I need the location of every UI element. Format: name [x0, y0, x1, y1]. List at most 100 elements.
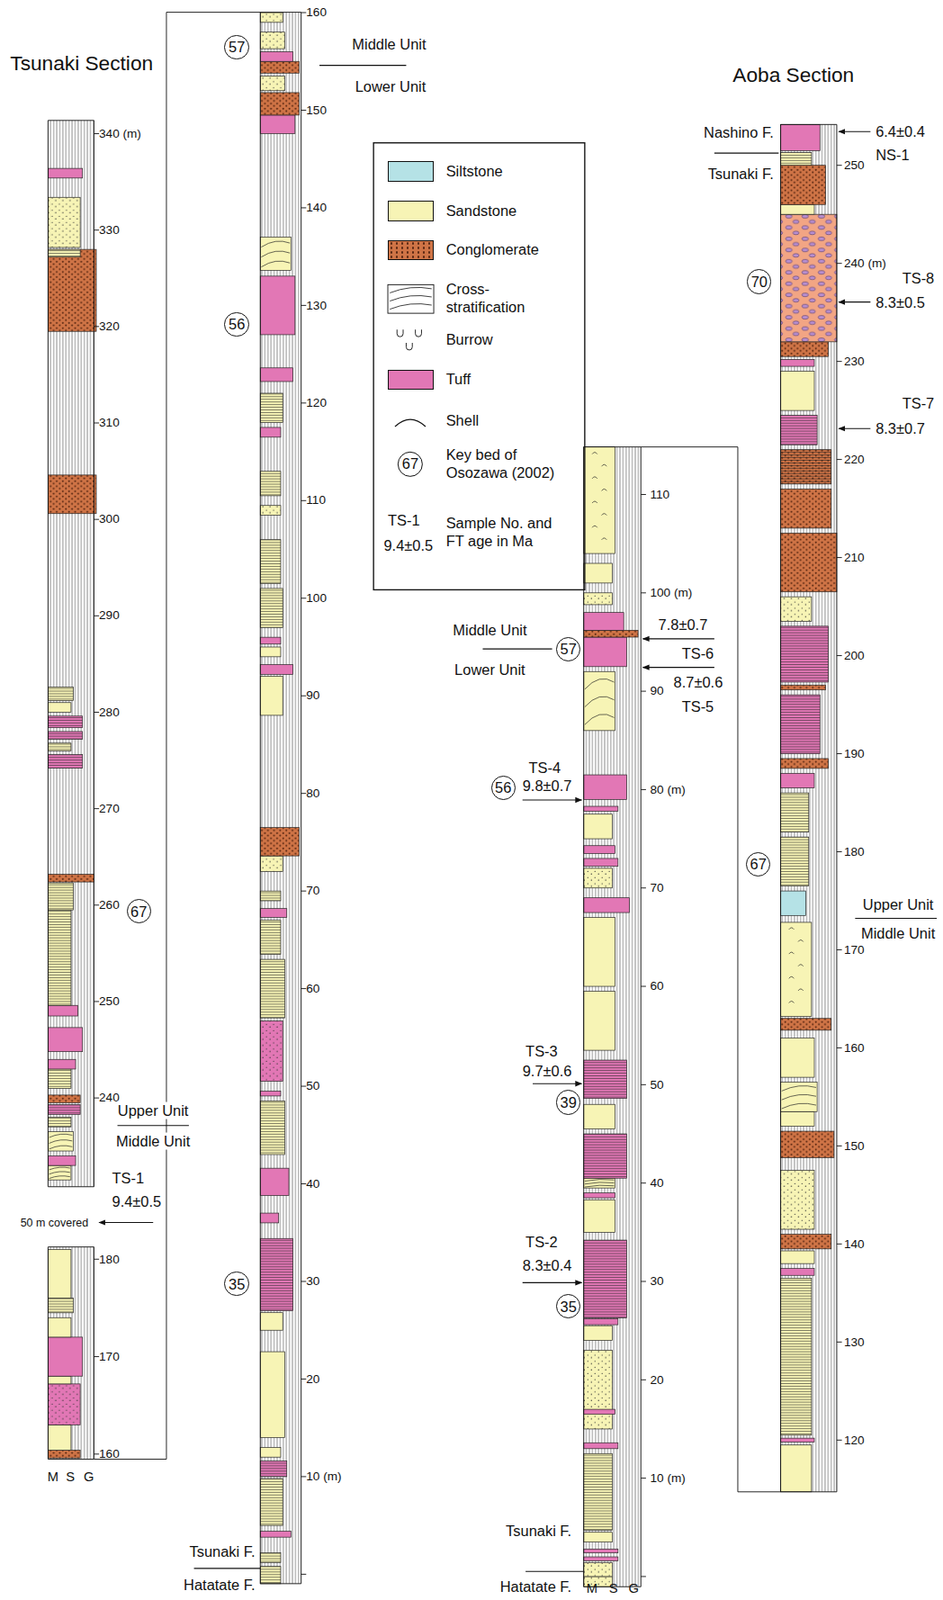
- bed: [47, 702, 72, 713]
- depth-label: 190: [844, 746, 865, 762]
- bed: [781, 694, 821, 754]
- bed: [781, 1278, 812, 1436]
- depth-tick: [836, 360, 843, 362]
- formation-label: Tsunaki F.: [708, 164, 774, 182]
- sample-number: TS-7: [902, 395, 935, 413]
- bed: [260, 959, 285, 1018]
- column-edge: [47, 1185, 94, 1187]
- sample-number: TS-2: [525, 1233, 558, 1251]
- column-edge: [47, 1247, 49, 1460]
- depth-label: 150: [844, 1139, 865, 1154]
- column-edge: [260, 1582, 301, 1584]
- shell-symbol: [592, 501, 598, 503]
- lamination: [47, 1117, 72, 1128]
- lamination: [47, 716, 82, 728]
- lamination: [47, 1104, 81, 1115]
- bed: [781, 449, 832, 485]
- bed: [583, 629, 638, 638]
- bed: [47, 882, 73, 910]
- legend-swatch: [387, 200, 434, 222]
- bed: [47, 1375, 72, 1384]
- bed: [47, 1248, 72, 1298]
- bed: [781, 1437, 815, 1442]
- bed: [583, 1442, 619, 1449]
- key-bed-number: 35: [228, 1276, 245, 1292]
- cross-strat: [260, 260, 290, 268]
- depth-tick: [93, 325, 99, 327]
- depth-tick: [301, 1280, 307, 1282]
- ft-age: 8.3±0.7: [875, 420, 926, 438]
- bed: [260, 890, 281, 901]
- key-bed-circle: 70: [746, 269, 772, 294]
- cross-strat: [49, 1140, 73, 1144]
- depth-label: 210: [844, 550, 865, 566]
- shell-symbol: [592, 452, 598, 455]
- depth-label: 260: [98, 898, 120, 913]
- column-edge: [781, 1490, 837, 1492]
- bed: [781, 1170, 815, 1230]
- bed: [583, 1239, 628, 1318]
- legend-text: Cross-stratification: [446, 281, 559, 317]
- bed: [260, 1531, 291, 1538]
- bed: [260, 12, 283, 23]
- depth-label: 180: [98, 1252, 120, 1267]
- depth-label: 250: [98, 994, 120, 1009]
- depth-label: 100: [305, 591, 327, 606]
- bed: [260, 1212, 279, 1223]
- depth-tick: [301, 1086, 307, 1087]
- legend-text: Key bed of Osozawa (2002): [446, 446, 559, 482]
- lamination: [260, 393, 283, 423]
- depth-label: 40: [649, 1176, 664, 1191]
- bed: [260, 393, 283, 423]
- cross-strat: [49, 1176, 71, 1179]
- column-edge: [780, 124, 782, 1491]
- bed: [781, 1233, 832, 1249]
- depth-tick: [836, 1047, 843, 1049]
- bed: [260, 676, 283, 716]
- sample-number: TS-1: [109, 1168, 146, 1186]
- unit-label: Middle Unit: [452, 620, 527, 638]
- bed: [781, 371, 815, 412]
- continuation-bracket: [640, 447, 781, 1492]
- column-edge: [47, 120, 49, 1187]
- bed: [260, 76, 285, 91]
- grain-size-label: M: [47, 1469, 59, 1485]
- depth-tick: [301, 1378, 307, 1380]
- legend-text: Siltstone: [446, 162, 559, 181]
- bed: [781, 758, 829, 769]
- lamination: [781, 694, 821, 754]
- depth-label: 30: [305, 1275, 320, 1290]
- lamination: [260, 920, 281, 955]
- depth-tick: [836, 753, 843, 755]
- bed: [781, 488, 832, 529]
- shell-symbol: [789, 927, 795, 930]
- bed: [47, 716, 82, 728]
- sample-arrow: [522, 799, 583, 800]
- bed: [47, 1027, 82, 1052]
- depth-label: 330: [98, 223, 120, 238]
- depth-label: 100 (m): [649, 585, 692, 601]
- bed: [47, 1337, 82, 1376]
- cross-strat-sample: [387, 284, 434, 314]
- key-bed-number: 56: [228, 316, 245, 332]
- bed: [583, 868, 613, 889]
- bed: [781, 1445, 812, 1492]
- key-bed-circle: 39: [556, 1089, 581, 1114]
- cross-strat: [49, 1167, 71, 1170]
- key-bed-circle: 57: [224, 35, 249, 60]
- unit-label: Lower Unit: [454, 661, 526, 679]
- ft-age: 9.8±0.7: [522, 777, 573, 795]
- bed: [260, 1090, 281, 1096]
- ft-age: 9.7±0.6: [522, 1061, 573, 1079]
- bed: [583, 1562, 613, 1577]
- ft-age: 9.4±0.5: [383, 536, 433, 554]
- key-bed-circle: 35: [224, 1271, 249, 1296]
- cross-strat: [781, 1086, 817, 1092]
- lamination: [781, 415, 818, 446]
- depth-tick: [640, 691, 647, 692]
- depth-tick: [640, 1379, 647, 1381]
- bed: [260, 588, 283, 628]
- depth-label: 130: [305, 298, 327, 314]
- shell-symbol: [798, 988, 804, 991]
- cross-strat: [584, 678, 615, 690]
